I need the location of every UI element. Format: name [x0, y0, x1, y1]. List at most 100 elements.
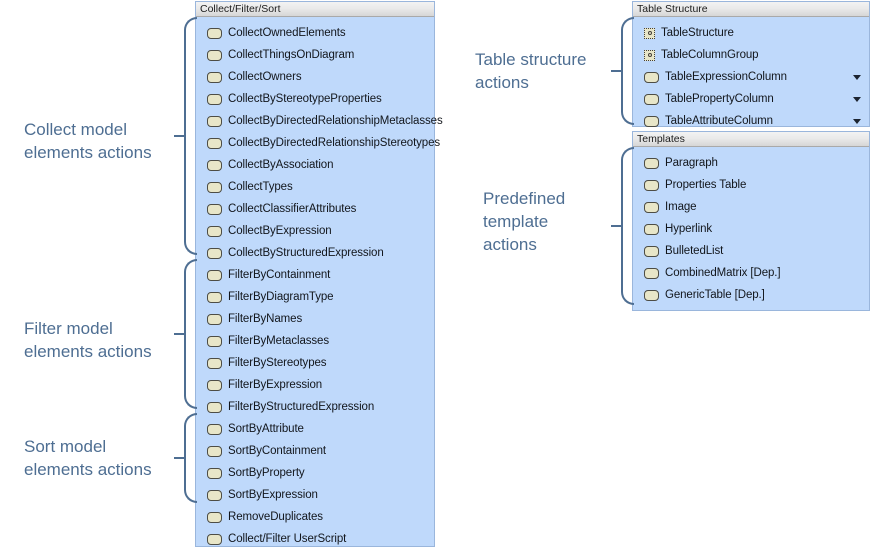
palette-item[interactable]: TableExpressionColumn [633, 66, 869, 88]
structure-icon [644, 49, 655, 61]
palette-item-label: TableColumnGroup [661, 49, 759, 61]
palette-item-label: SortByContainment [228, 445, 327, 457]
annotation-predefined-template-actions: Predefined template actions [483, 189, 566, 254]
palette-item[interactable]: CollectByExpression [196, 220, 434, 242]
palette-item[interactable]: CollectByStructuredExpression [196, 242, 434, 264]
palette-item[interactable]: BulletedList [633, 240, 869, 262]
action-icon [644, 201, 659, 213]
palette-item[interactable]: CollectClassifierAttributes [196, 198, 434, 220]
palette-item[interactable]: FilterByDiagramType [196, 286, 434, 308]
action-icon [644, 267, 659, 279]
palette-item-label: CombinedMatrix [Dep.] [665, 267, 781, 279]
action-icon [207, 467, 222, 479]
palette-item-label: CollectThingsOnDiagram [228, 49, 355, 61]
palette-item[interactable]: Properties Table [633, 174, 869, 196]
palette-item-label: CollectByDirectedRelationshipMetaclasses [228, 115, 443, 127]
action-icon [644, 71, 659, 83]
action-icon [207, 291, 222, 303]
action-icon [644, 157, 659, 169]
palette-item[interactable]: TableColumnGroup [633, 44, 869, 66]
action-icon [207, 313, 222, 325]
chevron-down-icon[interactable] [853, 97, 861, 102]
panel-title-collect-filter-sort: Collect/Filter/Sort [196, 2, 434, 17]
palette-item[interactable]: Paragraph [633, 152, 869, 174]
palette-item[interactable]: RemoveDuplicates [196, 506, 434, 528]
palette-item[interactable]: SortByExpression [196, 484, 434, 506]
action-icon [644, 289, 659, 301]
action-icon [207, 203, 222, 215]
palette-panel-collect-filter-sort: Collect/Filter/Sort CollectOwnedElements… [195, 1, 443, 550]
palette-item-label: FilterByMetaclasses [228, 335, 329, 347]
palette-item-label: FilterByStereotypes [228, 357, 327, 369]
palette-item[interactable]: CombinedMatrix [Dep.] [633, 262, 869, 284]
palette-item-label: Collect/Filter UserScript [228, 533, 347, 545]
palette-item[interactable]: Collect/Filter UserScript [196, 528, 434, 550]
palette-item[interactable]: FilterByExpression [196, 374, 434, 396]
palette-item[interactable]: GenericTable [Dep.] [633, 284, 869, 306]
palette-item[interactable]: FilterByContainment [196, 264, 434, 286]
palette-item[interactable]: Hyperlink [633, 218, 869, 240]
palette-item-label: SortByProperty [228, 467, 305, 479]
chevron-down-icon[interactable] [853, 75, 861, 80]
action-icon [644, 115, 659, 127]
palette-item[interactable]: SortByProperty [196, 462, 434, 484]
palette-item[interactable]: CollectThingsOnDiagram [196, 44, 434, 66]
palette-item[interactable]: FilterByStructuredExpression [196, 396, 434, 418]
action-icon [207, 247, 222, 259]
action-icon [207, 181, 222, 193]
action-icon [644, 179, 659, 191]
palette-item-label: FilterByExpression [228, 379, 323, 391]
action-icon [207, 335, 222, 347]
bracket-filter [184, 259, 197, 409]
palette-item[interactable]: TableStructure [633, 22, 869, 44]
action-icon [644, 223, 659, 235]
palette-item[interactable]: TablePropertyColumn [633, 88, 869, 110]
palette-item-label: TablePropertyColumn [665, 93, 774, 105]
bracket-stub-templates [611, 225, 622, 228]
palette-item[interactable]: FilterByNames [196, 308, 434, 330]
palette-item[interactable]: SortByContainment [196, 440, 434, 462]
palette-item-label: FilterByNames [228, 313, 303, 325]
palette-item[interactable]: SortByAttribute [196, 418, 434, 440]
action-icon [644, 245, 659, 257]
palette-item[interactable]: CollectByAssociation [196, 154, 434, 176]
action-icon [207, 159, 222, 171]
palette-item-label: Properties Table [665, 179, 747, 191]
palette-item-label: CollectByStructuredExpression [228, 247, 384, 259]
palette-item-label: RemoveDuplicates [228, 511, 323, 523]
palette-item[interactable]: CollectByStereotypeProperties [196, 88, 434, 110]
annotation-collect-model-elements: Collect model elements actions [24, 120, 152, 162]
palette-item[interactable]: CollectByDirectedRelationshipStereotypes [196, 132, 440, 154]
palette-item[interactable]: CollectOwners [196, 66, 434, 88]
bracket-templates [621, 147, 634, 305]
bracket-stub-sort [174, 457, 185, 460]
palette-item-label: Paragraph [665, 157, 718, 169]
bracket-sort [184, 413, 197, 503]
action-icon [207, 71, 222, 83]
palette-item[interactable]: FilterByStereotypes [196, 352, 434, 374]
palette-item-label: CollectByAssociation [228, 159, 334, 171]
bracket-stub-table-structure [611, 70, 622, 73]
action-icon [207, 137, 222, 149]
annotation-filter-model-elements: Filter model elements actions [24, 319, 152, 361]
palette-item[interactable]: CollectOwnedElements [196, 22, 434, 44]
action-icon [207, 269, 222, 281]
palette-item-label: Image [665, 201, 697, 213]
palette-item[interactable]: FilterByMetaclasses [196, 330, 434, 352]
palette-item[interactable]: CollectByDirectedRelationshipMetaclasses [196, 110, 443, 132]
action-icon [644, 93, 659, 105]
palette-item[interactable]: CollectTypes [196, 176, 434, 198]
action-icon [207, 115, 222, 127]
palette-item[interactable]: Image [633, 196, 869, 218]
chevron-down-icon[interactable] [853, 119, 861, 124]
action-icon [207, 511, 222, 523]
palette-item-label: FilterByStructuredExpression [228, 401, 375, 413]
palette-item[interactable]: TableAttributeColumn [633, 110, 869, 132]
action-icon [207, 93, 222, 105]
palette-item-label: CollectClassifierAttributes [228, 203, 357, 215]
palette-item-label: CollectByDirectedRelationshipStereotypes [228, 137, 441, 149]
